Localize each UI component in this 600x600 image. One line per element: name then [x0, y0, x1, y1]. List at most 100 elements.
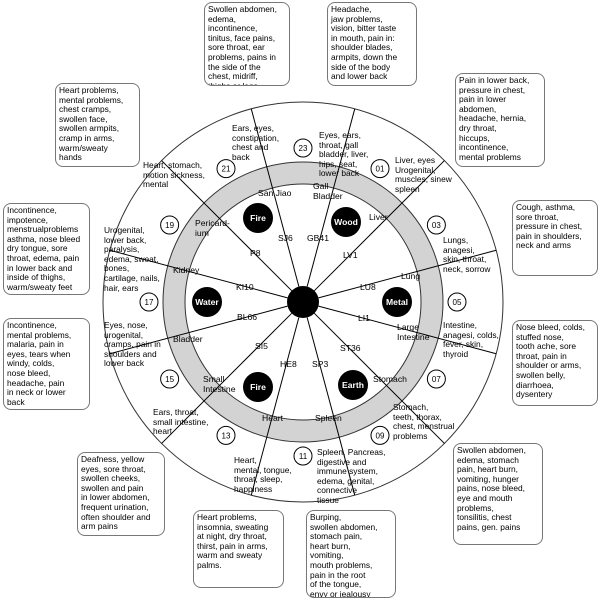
- text-11: Spleen, Pancreas, digestive and immune s…: [317, 447, 386, 505]
- organ-small-intestine-l2: Intestine: [203, 384, 236, 394]
- time-label: 13: [222, 431, 231, 440]
- spoke-line: [313, 160, 445, 292]
- element-water: Water: [192, 287, 222, 317]
- time-label: 09: [376, 431, 385, 440]
- text-19: Urogenital, lower back, paralysis, edema…: [104, 225, 160, 293]
- spokes: [109, 108, 497, 496]
- point-li1: LI1: [358, 313, 370, 323]
- spoke-line: [306, 108, 356, 287]
- text-01: Liver, eyes Urogenital, muscles, sinew s…: [395, 155, 452, 194]
- time-marker-17: 17: [139, 292, 159, 312]
- organ-small-intestine-l1: Small: [203, 374, 225, 384]
- box-top-right: Headache, jaw problems, vision, bitter t…: [327, 2, 417, 86]
- point-lv1: LV1: [343, 250, 358, 260]
- point-ki10: KI10: [236, 282, 254, 292]
- time-label: 07: [432, 375, 441, 384]
- center-hub: [287, 286, 319, 318]
- box-deafness: Deafness, yellow eyes, sore throat, swol…: [77, 452, 165, 536]
- time-label: 03: [432, 221, 441, 230]
- point-st36: ST36: [340, 343, 361, 353]
- text-23: Eyes, ears, throat, gall bladder, liver,…: [319, 130, 369, 179]
- spoke-line: [109, 305, 288, 355]
- time-marker-03: 03: [426, 215, 446, 235]
- organ-large-intestine-l2: Intestine: [397, 332, 430, 342]
- time-markers: 23 01 03 05 07 09 11 13 15 17 19 21: [139, 138, 467, 466]
- point-lu8: LU8: [360, 282, 376, 292]
- time-label: 01: [376, 165, 385, 174]
- element-fire-top-label: Fire: [250, 213, 266, 223]
- spoke-line: [313, 312, 445, 444]
- organ-kidney: Kidney: [173, 265, 200, 275]
- box-heart: Heart problems, mental problems, chest c…: [55, 83, 140, 167]
- organ-gall-bladder-l2: Bladder: [313, 191, 343, 201]
- box-incontinence2: Incontinence, mental problems, malaria, …: [3, 318, 90, 410]
- organ-bladder: Bladder: [173, 334, 203, 344]
- spoke-line: [250, 108, 300, 287]
- time-marker-01: 01: [370, 159, 390, 179]
- time-marker-09: 09: [370, 425, 390, 445]
- spoke-line: [109, 249, 288, 299]
- organ-gall-bladder-l1: Gall: [313, 181, 328, 191]
- spoke-line: [161, 312, 293, 444]
- spoke-line: [306, 317, 356, 496]
- organ-stomach: Stomach: [373, 374, 407, 384]
- organ-liver: Liver: [369, 212, 388, 222]
- time-marker-07: 07: [426, 369, 446, 389]
- point-sp3: SP3: [312, 359, 328, 369]
- time-label: 05: [453, 298, 462, 307]
- organ-lung: Lung: [401, 271, 420, 281]
- organ-pericardium-l1: Pericard-: [195, 218, 230, 228]
- text-17: Eyes, nose, urogenital, cramps, pain in …: [104, 320, 161, 369]
- box-nosebleed: Nose bleed, colds, stuffed nose, tooth a…: [512, 320, 598, 406]
- text-15: Ears, throat, small intestine, heart: [153, 407, 209, 437]
- element-wood-label: Wood: [334, 217, 358, 227]
- spoke-line: [250, 317, 300, 496]
- time-marker-13: 13: [216, 425, 236, 445]
- box-cough: Cough, asthma, sore throat, pressure in …: [512, 200, 598, 276]
- element-metal: Metal: [382, 287, 412, 317]
- time-label: 23: [299, 144, 308, 153]
- text-13: Heart, mental, tongue, throat, sleep, ha…: [234, 455, 292, 494]
- time-label: 19: [165, 221, 174, 230]
- box-top-left: Swollen abdomen, edema, incontinence, ti…: [204, 2, 290, 86]
- spoke-line: [161, 160, 293, 292]
- element-fire-bottom: Fire: [243, 372, 273, 402]
- box-swollen: Swollen abdomen, edema, stomach pain, he…: [453, 443, 543, 545]
- time-label: 15: [165, 375, 174, 384]
- time-marker-11: 11: [293, 446, 313, 466]
- spoke-line: [318, 305, 497, 355]
- element-fire-top: Fire: [243, 203, 273, 233]
- time-marker-23: 23: [293, 138, 313, 158]
- time-marker-19: 19: [160, 215, 180, 235]
- element-metal-label: Metal: [386, 297, 408, 307]
- time-marker-21: 21: [216, 159, 236, 179]
- organ-spleen: Spleen: [315, 413, 342, 423]
- box-heart-problems: Heart problems, insomnia, sweating at ni…: [193, 510, 284, 588]
- time-marker-15: 15: [160, 369, 180, 389]
- time-label: 11: [299, 452, 308, 461]
- point-sj6: SJ6: [278, 233, 293, 243]
- text-03: Lungs, anagesi, skin, throat, neck, sorr…: [443, 235, 491, 274]
- point-gb41: GB41: [307, 233, 329, 243]
- organ-pericardium-l2: ium: [195, 228, 209, 238]
- box-burping: Burping, swollen abdomen, stomach pain, …: [306, 510, 396, 598]
- spoke-line: [318, 249, 497, 299]
- text-21b: Ears, eyes, constipation, chest and back: [232, 123, 280, 162]
- text-21: Heart, stomach, motion sickness, mental: [143, 160, 205, 190]
- box-incontinence: Incontinence, impotence, menstrualproble…: [3, 203, 90, 295]
- box-lower-back: Pain in lower back, pressure in chest, p…: [455, 73, 545, 167]
- point-he8: HE8: [280, 359, 297, 369]
- organ-large-intestine-l1: Large: [397, 322, 419, 332]
- point-bl66: BL66: [237, 312, 257, 322]
- organ-san-jiao: San Jiao: [258, 188, 292, 198]
- point-p8: P8: [250, 248, 261, 258]
- element-wood: Wood: [331, 207, 361, 237]
- element-fire-bottom-label: Fire: [250, 382, 266, 392]
- point-si5: SI5: [255, 341, 268, 351]
- element-earth-label: Earth: [342, 380, 364, 390]
- text-05: Intestine, anagesi, colds, fever, skin, …: [443, 320, 499, 359]
- element-water-label: Water: [195, 297, 219, 307]
- time-label: 17: [145, 298, 154, 307]
- organ-heart: Heart: [262, 413, 284, 423]
